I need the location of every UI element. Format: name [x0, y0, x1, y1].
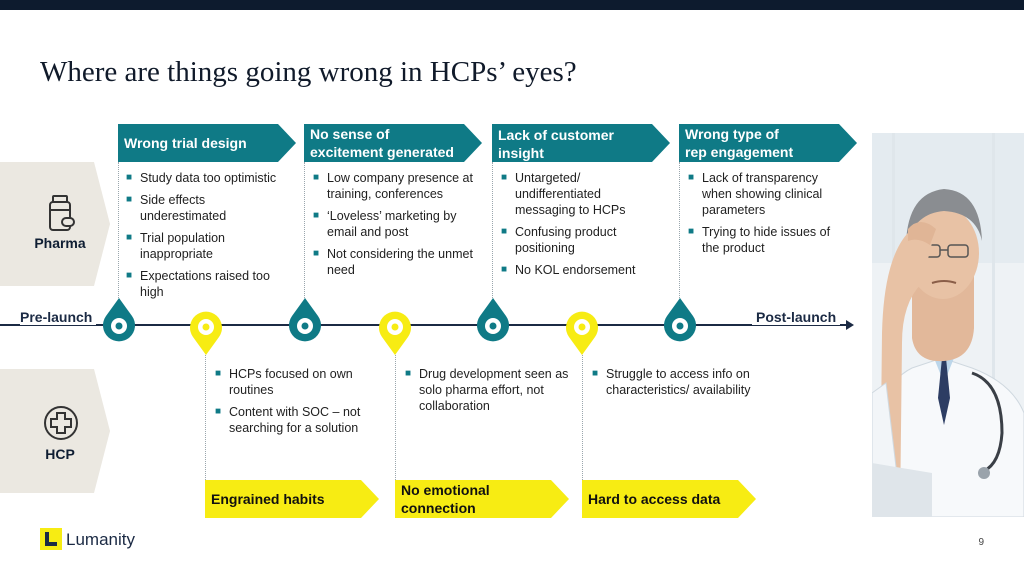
timeline-end-label: Post-launch	[752, 309, 841, 325]
heading-line: Engrained habits	[211, 491, 325, 507]
connector-line	[582, 352, 583, 480]
bullet-item: ■HCPs focused on own routines	[215, 367, 353, 397]
hcp-panel: HCP	[0, 369, 112, 493]
teal-marker-pin	[287, 296, 323, 351]
slide-title: Where are things going wrong in HCPs’ ey…	[40, 56, 577, 88]
bullet-item: ■Drug development seen as solo pharma ef…	[405, 367, 569, 413]
bullet-item: ■Expectations raised too high	[126, 269, 270, 299]
bullet-item: ■Confusing product positioning	[501, 225, 617, 255]
heading-line: Lack of customer	[498, 127, 614, 143]
pharma-issue-heading-3: Lack of customer insight	[492, 124, 670, 162]
bullet-item: ■Low company presence at training, confe…	[313, 171, 473, 201]
connector-line	[304, 162, 305, 298]
pharma-issue-bullets-1: ■Study data too optimistic ■Side effects…	[126, 170, 292, 306]
lumanity-logo-mark	[40, 528, 62, 550]
bullet-item: ■Trying to hide issues of the product	[688, 225, 831, 255]
bullet-item: ■Struggle to access info on characterist…	[592, 367, 751, 397]
bullet-item: ■Content with SOC – not searching for a …	[215, 405, 361, 435]
heading-line: No emotional	[401, 482, 490, 498]
pharma-issue-heading-4: Wrong type of rep engagement	[679, 124, 857, 162]
hcp-issue-bullets-2: ■Drug development seen as solo pharma ef…	[405, 366, 575, 420]
hcp-panel-shape	[0, 369, 110, 493]
worried-doctor-photo	[872, 133, 1024, 517]
hcp-issue-bullets-3: ■Struggle to access info on characterist…	[592, 366, 764, 404]
timeline-arrowhead	[846, 320, 854, 330]
heading-line: Wrong trial design	[124, 135, 247, 151]
heading-line: connection	[401, 500, 476, 516]
teal-marker-pin	[475, 296, 511, 351]
pharma-issue-heading-1: Wrong trial design	[118, 124, 296, 162]
pharma-issue-bullets-4: ■Lack of transparency when showing clini…	[688, 170, 848, 262]
heading-line: Wrong type of	[685, 126, 779, 142]
bullet-item: ■Side effects underestimated	[126, 193, 227, 223]
bullet-item: ■Study data too optimistic	[126, 171, 277, 185]
hcp-issue-heading-3: Hard to access data	[582, 480, 756, 518]
connector-line	[492, 162, 493, 298]
pharma-issue-bullets-3: ■Untargeted/ undifferentiated messaging …	[501, 170, 651, 284]
pharma-label: Pharma	[34, 235, 86, 251]
hcp-label: HCP	[45, 446, 75, 462]
bullet-item: ■Untargeted/ undifferentiated messaging …	[501, 171, 626, 217]
pharma-panel-shape	[0, 162, 110, 286]
pharma-issue-bullets-2: ■Low company presence at training, confe…	[313, 170, 475, 284]
connector-line	[205, 352, 206, 480]
timeline-line	[0, 324, 848, 326]
heading-line: rep engagement	[685, 144, 794, 160]
page-number: 9	[978, 537, 984, 548]
yellow-marker-pin	[564, 307, 600, 362]
pharma-issue-heading-2: No sense of excitement generated	[304, 124, 482, 162]
bullet-item: ■No KOL endorsement	[501, 263, 636, 277]
heading-line: excitement generated	[310, 144, 454, 160]
pharma-panel: Pharma	[0, 162, 112, 286]
teal-marker-pin	[101, 296, 137, 351]
timeline-start-label: Pre-launch	[20, 309, 97, 325]
heading-line: insight	[498, 145, 544, 161]
bullet-item: ■Trial population inappropriate	[126, 231, 226, 261]
hcp-issue-heading-1: Engrained habits	[205, 480, 379, 518]
teal-marker-pin	[662, 296, 698, 351]
hcp-issue-bullets-1: ■HCPs focused on own routines ■Content w…	[215, 366, 381, 442]
connector-line	[395, 352, 396, 480]
lumanity-logo-text: Lumanity	[66, 530, 135, 549]
heading-line: Hard to access data	[588, 491, 721, 507]
heading-line: No sense of	[310, 126, 390, 142]
yellow-marker-pin	[188, 307, 224, 362]
top-bar	[0, 0, 1024, 10]
connector-line	[679, 162, 680, 298]
bullet-item: ■Lack of transparency when showing clini…	[688, 171, 823, 217]
yellow-marker-pin	[377, 307, 413, 362]
connector-line	[118, 162, 119, 298]
bullet-item: ■‘Loveless’ marketing by email and post	[313, 209, 457, 239]
hcp-issue-heading-2: No emotional connection	[395, 480, 569, 518]
bullet-item: ■Not considering the unmet need	[313, 247, 473, 277]
